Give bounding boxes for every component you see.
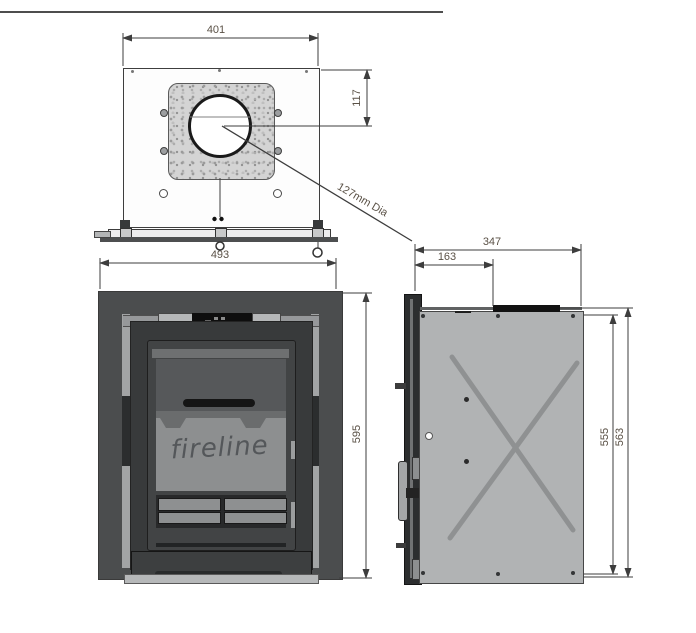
- plate-screw-icon: [218, 69, 221, 72]
- panel-seam-tick: [455, 311, 471, 313]
- trim-dark-segment-left: [122, 396, 130, 466]
- top-plate-edge: [420, 307, 582, 310]
- gasket-bolt-icon: [160, 147, 168, 155]
- flue-gasket-panel: [168, 83, 275, 180]
- trim-strip-left: [122, 314, 130, 568]
- flue-outlet-circle: [188, 94, 252, 158]
- stove-body: [130, 321, 313, 570]
- air-vent-slot: [192, 313, 252, 325]
- hinge-block: [412, 559, 423, 580]
- handle-mount: [406, 488, 419, 498]
- hinge-block: [412, 457, 423, 480]
- rail-clip: [312, 228, 324, 238]
- trim-dark-segment-right: [311, 396, 319, 466]
- side-panel: [419, 311, 584, 584]
- gasket-bolt-icon: [274, 109, 282, 117]
- stove-door: [147, 340, 296, 551]
- flue-collar-side: [493, 305, 560, 312]
- panel-hole-icon: [425, 432, 433, 440]
- glass-upper: [156, 359, 286, 411]
- rail-clip: [215, 228, 227, 238]
- front-edge-profile: [404, 294, 422, 585]
- plate-foot: [313, 220, 323, 230]
- page-border-line: [0, 11, 443, 13]
- door-latch: [291, 441, 295, 459]
- top-plate: [123, 68, 320, 228]
- panel-bolt-icon: [421, 571, 425, 575]
- stem-dot: [219, 216, 224, 222]
- leader-line-127mm: [221, 125, 413, 242]
- air-control-block-left: [158, 313, 194, 327]
- bottom-lip: [155, 571, 282, 578]
- fascia-frame: [98, 291, 343, 580]
- rail-bar: [100, 237, 338, 242]
- gasket-bolt-icon: [274, 147, 282, 155]
- hinge-pin-top: [395, 383, 406, 389]
- glass-pane: [156, 418, 286, 491]
- footer-trim: [124, 574, 319, 584]
- mounting-rail: [108, 229, 331, 238]
- cross-brace-bar: [449, 354, 576, 533]
- vent-slat: [158, 498, 221, 511]
- stem-dot: [212, 216, 217, 222]
- hinge-pin-bottom: [396, 543, 406, 548]
- vent-slot-detail: [221, 317, 225, 320]
- plate-hole-icon: [273, 189, 282, 198]
- cross-brace-bar: [447, 360, 580, 541]
- front-edge-highlight: [410, 299, 413, 578]
- plate-hole-icon: [159, 189, 168, 198]
- panel-bolt-icon: [571, 314, 575, 318]
- plate-foot: [120, 220, 130, 230]
- trim-strip-right: [311, 314, 319, 568]
- vent-slat: [224, 512, 287, 524]
- panel-bolt-icon: [496, 314, 500, 318]
- air-control-block-right: [252, 313, 281, 327]
- glass-lower: [156, 411, 286, 491]
- panel-bolt-icon: [571, 571, 575, 575]
- side-handle-bar: [398, 461, 408, 521]
- door-handle-bar: [183, 399, 255, 407]
- plinth-panel: [131, 551, 312, 576]
- hook-icon: [312, 247, 323, 258]
- vent-slat: [224, 498, 287, 511]
- rail-tab: [94, 231, 111, 238]
- panel-bolt-icon: [496, 572, 500, 576]
- dim-flue-offset: 163: [437, 251, 457, 263]
- brand-logo: fireline: [169, 430, 270, 466]
- plate-screw-icon: [305, 70, 308, 73]
- dim-height-inner: 555: [599, 427, 611, 447]
- dim-height-outer: 563: [614, 427, 626, 447]
- vent-slat: [158, 512, 221, 524]
- dim-depth: 347: [482, 236, 502, 248]
- rail-clip: [120, 228, 132, 238]
- dim-flue-center: 117: [351, 89, 363, 107]
- hook-icon: [215, 241, 225, 251]
- dim-front-width: 493: [210, 249, 230, 261]
- door-bottom-line: [156, 543, 286, 547]
- dim-top-width: 401: [206, 24, 226, 36]
- dim-flue-diameter: 127mm Dia: [335, 180, 390, 220]
- top-trim-band: [123, 315, 319, 327]
- door-top-strip: [152, 349, 289, 358]
- panel-rivet-icon: [464, 397, 469, 402]
- panel-rivet-icon: [464, 459, 469, 464]
- door-latch: [291, 502, 295, 528]
- vent-slot-detail: [214, 317, 218, 320]
- dim-front-height: 595: [351, 424, 363, 444]
- gasket-bolt-icon: [160, 109, 168, 117]
- panel-bolt-icon: [421, 314, 425, 318]
- vent-slot-detail: [205, 320, 211, 322]
- plate-screw-icon: [131, 70, 134, 73]
- vent-backing: [156, 495, 286, 528]
